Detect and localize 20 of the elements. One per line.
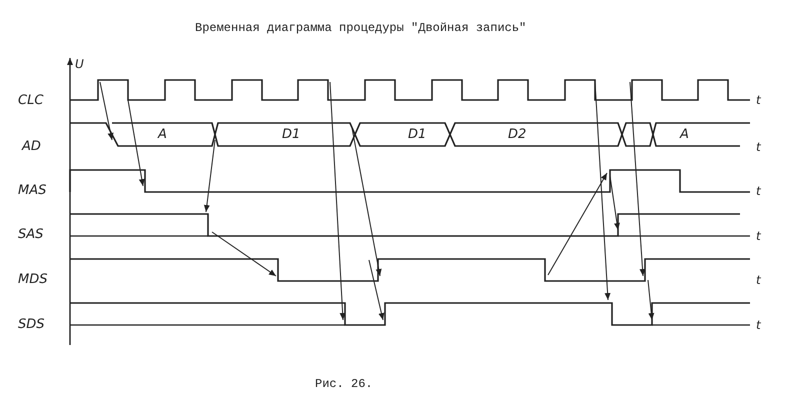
signal-name: CLC — [18, 94, 44, 107]
signal-name: MDS — [18, 273, 48, 286]
axis-label: t — [756, 141, 761, 153]
axis-label: t — [756, 94, 761, 106]
axis-label: t — [756, 319, 761, 331]
bus-value: D1 — [282, 128, 300, 141]
axis-label: t — [756, 274, 761, 286]
signal-name: MAS — [18, 184, 46, 197]
bus-value: D2 — [508, 128, 526, 141]
axis-label: U — [75, 58, 84, 70]
signal-name: SAS — [18, 228, 44, 241]
bus-value: D1 — [408, 128, 426, 141]
signal-name: AD — [22, 140, 41, 153]
axis-label: t — [756, 230, 761, 242]
signal-name: SDS — [18, 318, 45, 331]
axis-label: t — [756, 185, 761, 197]
diagram-title: Временная диаграмма процедуры "Двойная запись" — [195, 22, 526, 34]
bus-value: A — [680, 128, 689, 141]
figure-caption: Рис. 26. — [315, 378, 373, 390]
bus-value: A — [158, 128, 167, 141]
